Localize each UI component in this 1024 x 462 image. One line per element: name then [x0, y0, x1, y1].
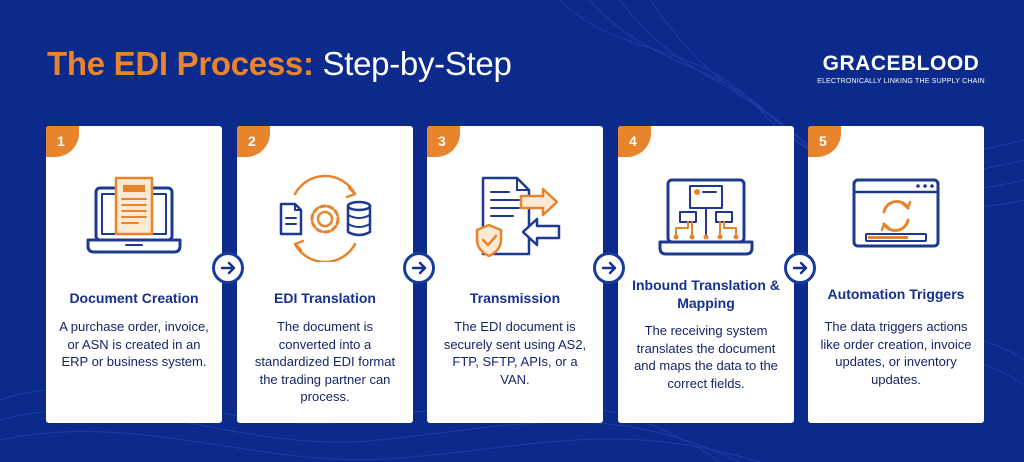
- logo-tagline: ELECTRONICALLY LINKING THE SUPPLY CHAIN: [817, 78, 985, 85]
- step-number-badge: 4: [618, 126, 651, 157]
- title-bold: The EDI Process:: [47, 45, 314, 82]
- step-description: The document is converted into a standar…: [254, 319, 396, 404]
- step-number-badge: 2: [237, 126, 270, 157]
- next-step-arrow-3: [593, 252, 625, 284]
- step-number-badge: 1: [46, 126, 79, 157]
- step-card-5: 5 Automation Triggers The data triggers …: [808, 126, 984, 423]
- arrow-right-icon: [601, 261, 617, 275]
- step-card-2: 2 EDI Translation The document is conver…: [237, 126, 413, 423]
- step-title: Document Creation: [69, 290, 199, 306]
- arrow-right-icon: [792, 261, 808, 275]
- step-title: EDI Translation: [274, 290, 376, 306]
- brand-logo: GRACEBLOOD ELECTRONICALLY LINKING THE SU…: [816, 52, 986, 86]
- step-card-3: 3 Transmission The EDI document is secur…: [427, 126, 603, 423]
- arrow-right-icon: [220, 261, 236, 275]
- step-description: The EDI document is securely sent using …: [443, 319, 587, 387]
- next-step-arrow-4: [784, 252, 816, 284]
- step-title: Transmission: [469, 290, 561, 306]
- arrow-right-icon: [411, 261, 427, 275]
- secure-document-transfer-icon: [475, 176, 561, 258]
- step-title: Automation Triggers: [827, 286, 965, 302]
- logo-wordmark: GRACEBLOOD: [822, 52, 980, 75]
- step-description: A purchase order, invoice, or ASN is cre…: [59, 319, 209, 369]
- document-gear-database-icon: [279, 174, 372, 262]
- step-number-badge: 3: [427, 126, 460, 157]
- laptop-data-mapping-icon: [658, 178, 754, 256]
- page-title: The EDI Process: Step-by-Step: [47, 42, 512, 86]
- browser-sync-icon: [852, 178, 940, 248]
- laptop-document-icon: [86, 176, 182, 254]
- step-card-1: 1 Document Creation A purchase order, in…: [46, 126, 222, 423]
- step-number-badge: 5: [808, 126, 841, 157]
- next-step-arrow-1: [212, 252, 244, 284]
- next-step-arrow-2: [403, 252, 435, 284]
- step-title: Inbound Translation & Mapping: [632, 277, 780, 311]
- step-card-4: 4 Inbound Translation & Mapping The rece…: [618, 126, 794, 423]
- step-description: The receiving system translates the docu…: [634, 323, 778, 391]
- title-light: Step-by-Step: [322, 45, 512, 82]
- step-description: The data triggers actions like order cre…: [820, 319, 972, 387]
